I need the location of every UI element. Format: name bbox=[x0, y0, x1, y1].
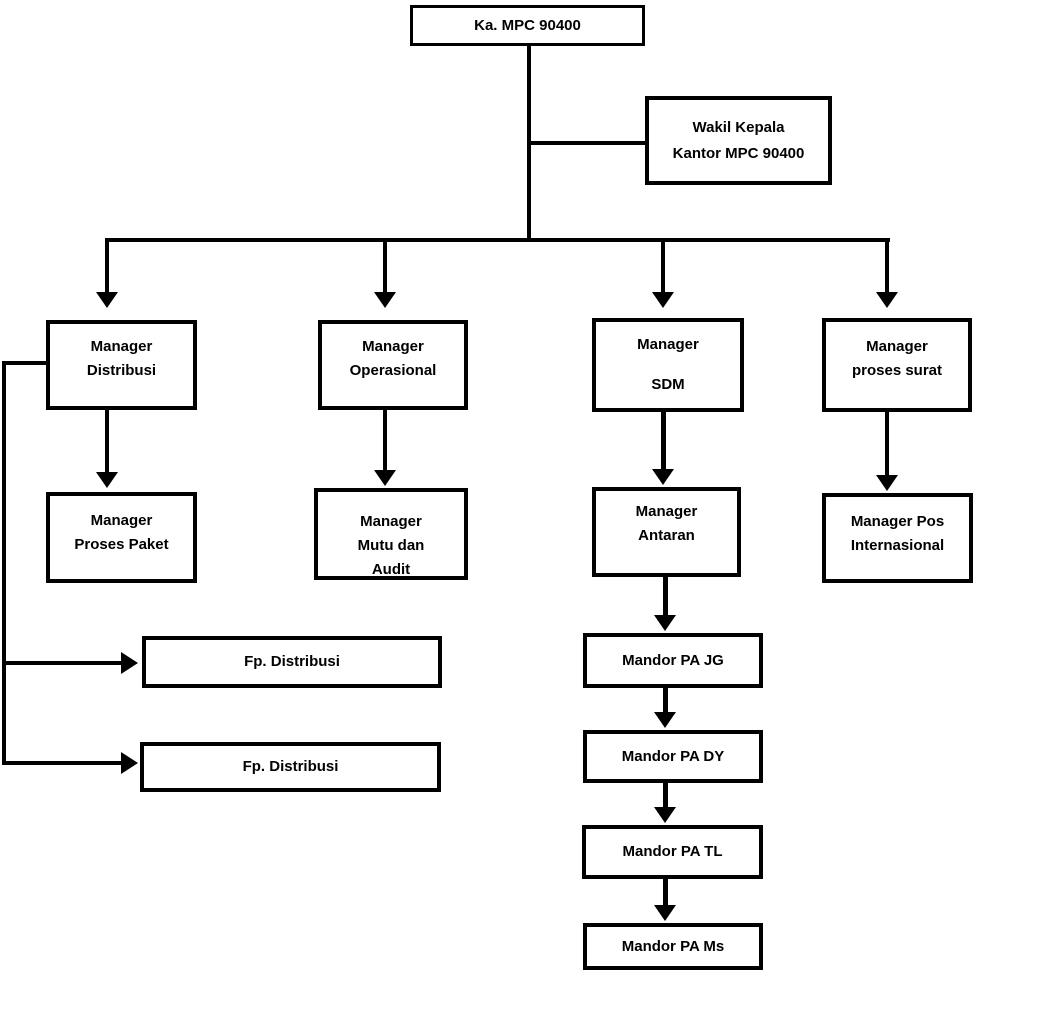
node-label-line2: Antaran bbox=[638, 527, 695, 544]
node-manager-sdm: Manager SDM bbox=[592, 318, 744, 412]
arrow-down-icon bbox=[654, 807, 676, 823]
arrow-down-icon bbox=[654, 905, 676, 921]
node-fp-distribusi-1: Fp. Distribusi bbox=[142, 636, 442, 688]
node-label-line1: Manager bbox=[362, 338, 424, 355]
arrow-shaft bbox=[105, 410, 109, 472]
arrow-shaft bbox=[383, 240, 387, 292]
node-label-line2: Kantor MPC 90400 bbox=[672, 144, 805, 162]
node-label: Mandor PA TL bbox=[622, 843, 723, 860]
node-label: Mandor PA JG bbox=[622, 651, 724, 669]
arrow-shaft bbox=[105, 240, 109, 292]
node-manager-operasional: Manager Operasional bbox=[318, 320, 468, 410]
node-label-line1: Manager bbox=[637, 336, 699, 353]
node-label: Mandor PA DY bbox=[621, 747, 725, 765]
arrow-shaft bbox=[663, 577, 668, 615]
node-label: Mandor PA Ms bbox=[621, 937, 725, 955]
node-manager-antaran: Manager Antaran bbox=[592, 487, 741, 577]
node-label-line2: Proses Paket bbox=[74, 536, 169, 553]
node-label: Ka. MPC 90400 bbox=[474, 16, 581, 34]
arrow-shaft bbox=[661, 240, 665, 292]
node-label: Fp. Distribusi bbox=[242, 758, 339, 775]
arrow-right-icon bbox=[121, 652, 138, 674]
arrow-shaft bbox=[383, 410, 387, 470]
arrow-down-icon bbox=[374, 292, 396, 308]
node-label-line1: Manager bbox=[90, 512, 153, 529]
node-manager-distribusi: Manager Distribusi bbox=[46, 320, 197, 410]
node-label-line3: Audit bbox=[371, 561, 411, 578]
arrow-shaft bbox=[661, 412, 666, 469]
node-ka-mpc-90400: Ka. MPC 90400 bbox=[410, 5, 645, 46]
connector-rail-stub bbox=[2, 361, 46, 365]
arrow-shaft bbox=[2, 661, 122, 665]
node-mandor-pa-ms: Mandor PA Ms bbox=[583, 923, 763, 970]
node-wakil-kepala: Wakil Kepala Kantor MPC 90400 bbox=[645, 96, 832, 185]
arrow-down-icon bbox=[654, 615, 676, 631]
arrow-down-icon bbox=[876, 292, 898, 308]
arrow-right-icon bbox=[121, 752, 138, 774]
connector-rail-vertical bbox=[2, 361, 6, 765]
node-label-line2: Operasional bbox=[349, 362, 437, 379]
node-manager-proses-surat: Manager proses surat bbox=[822, 318, 972, 412]
node-label-line2: proses surat bbox=[851, 362, 943, 379]
arrow-down-icon bbox=[96, 472, 118, 488]
node-label-line1: Manager bbox=[635, 503, 698, 520]
node-manager-pos-internasional: Manager Pos Internasional bbox=[822, 493, 973, 583]
arrow-down-icon bbox=[876, 475, 898, 491]
node-mandor-pa-tl: Mandor PA TL bbox=[582, 825, 763, 879]
node-mandor-pa-dy: Mandor PA DY bbox=[583, 730, 763, 783]
arrow-down-icon bbox=[652, 469, 674, 485]
node-label-line2: Distribusi bbox=[86, 362, 157, 379]
node-label-line2: SDM bbox=[651, 376, 685, 393]
node-label-line2: Internasional bbox=[850, 537, 945, 554]
arrow-down-icon bbox=[96, 292, 118, 308]
connector-deputy-horizontal bbox=[527, 141, 645, 145]
node-label-line1: Manager bbox=[90, 338, 153, 355]
node-label-line1: Manager bbox=[360, 513, 422, 530]
arrow-down-icon bbox=[654, 712, 676, 728]
arrow-shaft bbox=[885, 240, 889, 292]
arrow-shaft bbox=[885, 412, 889, 475]
node-mandor-pa-jg: Mandor PA JG bbox=[583, 633, 763, 688]
node-label-line1: Manager bbox=[866, 338, 928, 355]
node-label-line1: Manager Pos bbox=[850, 513, 945, 530]
node-manager-proses-paket: Manager Proses Paket bbox=[46, 492, 197, 583]
arrow-down-icon bbox=[374, 470, 396, 486]
arrow-shaft bbox=[663, 879, 668, 905]
connector-main-horizontal bbox=[105, 238, 890, 242]
arrow-shaft bbox=[663, 783, 668, 807]
arrow-shaft bbox=[663, 688, 668, 712]
arrow-shaft bbox=[2, 761, 122, 765]
arrow-down-icon bbox=[652, 292, 674, 308]
node-label-line1: Wakil Kepala bbox=[692, 118, 785, 136]
node-manager-mutu-dan-audit: Manager Mutu dan Audit bbox=[314, 488, 468, 580]
node-fp-distribusi-2: Fp. Distribusi bbox=[140, 742, 441, 792]
node-label-line2: Mutu dan bbox=[357, 537, 425, 554]
node-label: Fp. Distribusi bbox=[244, 653, 340, 670]
